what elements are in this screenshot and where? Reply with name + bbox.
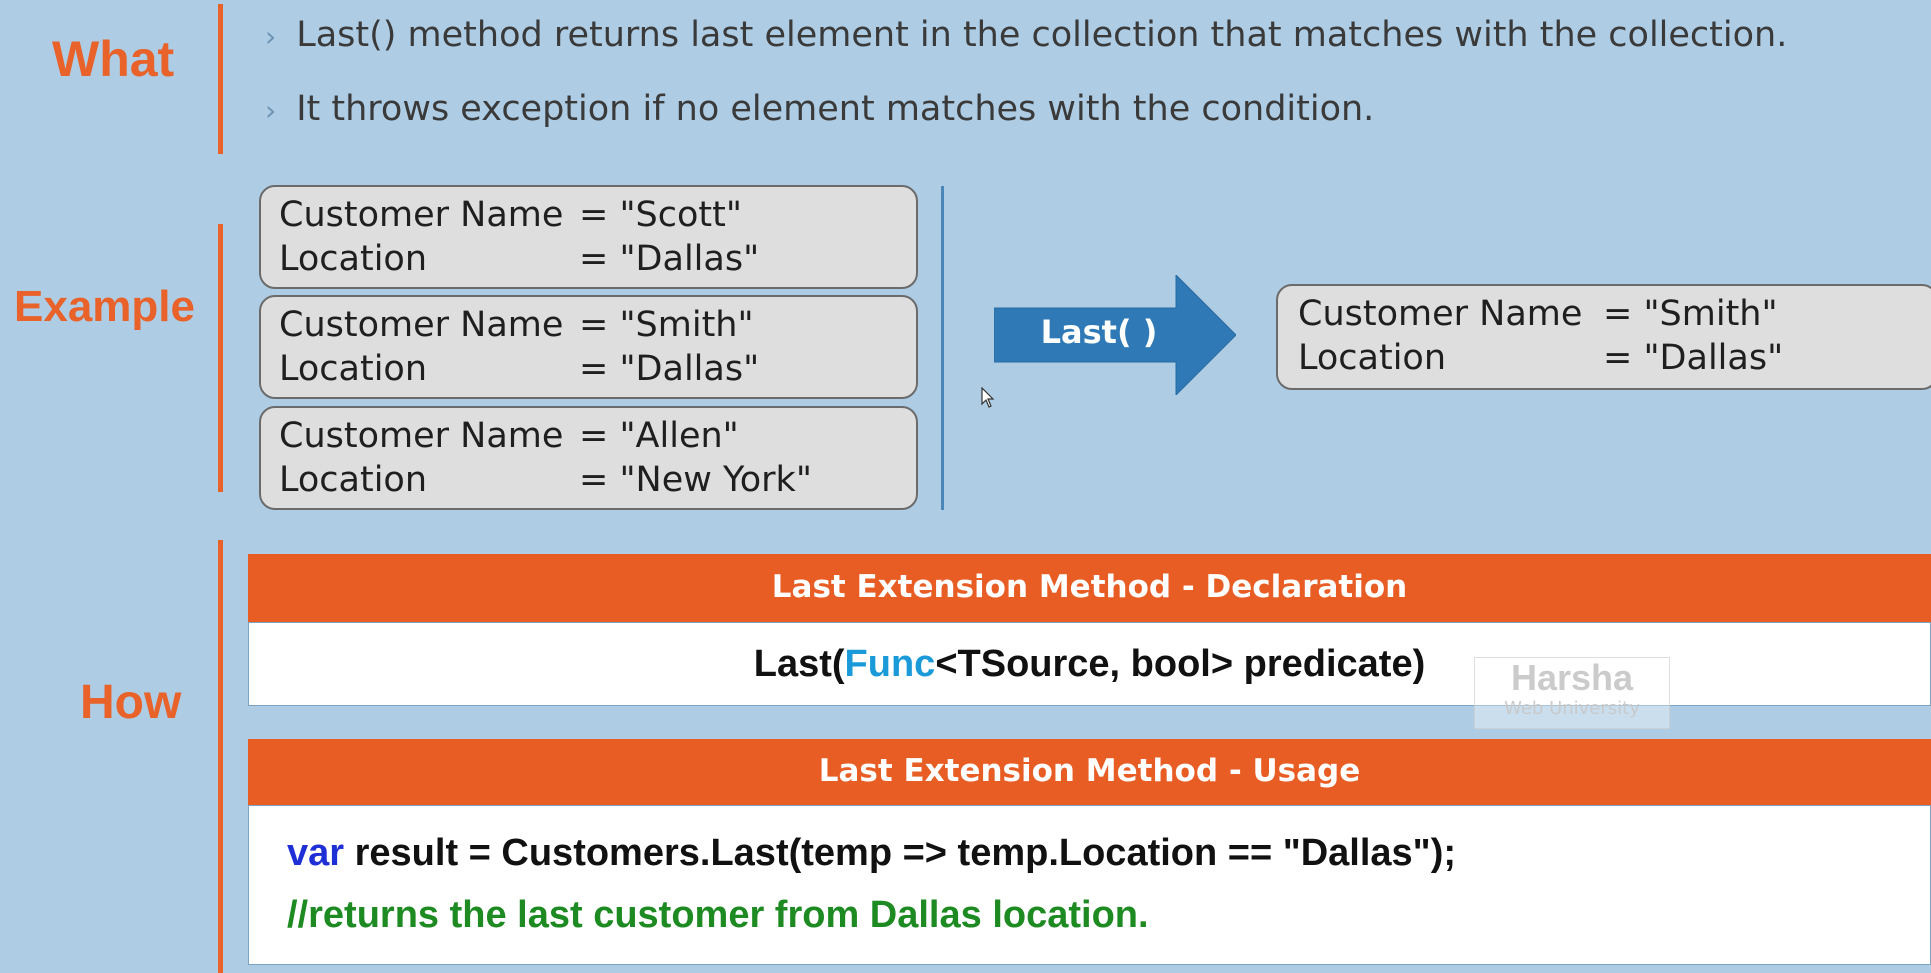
bullet-text-2: It throws exception if no element matche…	[296, 89, 1375, 129]
section-label-what: What	[52, 31, 175, 87]
card-name-value: = "Scott"	[579, 195, 742, 235]
card-location-key: Location	[279, 239, 428, 279]
section-label-example: Example	[14, 282, 195, 331]
declaration-header: Last Extension Method - Declaration	[248, 554, 1931, 622]
card-location-value: = "Dallas"	[579, 239, 760, 279]
usage-header: Last Extension Method - Usage	[248, 739, 1931, 805]
code-statement: result = Customers.Last(temp => temp.Loc…	[344, 832, 1457, 874]
bullet-exception: › It throws exception if no element match…	[265, 89, 1374, 129]
card-location-value: = "New York"	[579, 460, 812, 500]
section-bar-what	[218, 4, 223, 154]
usage-comment-line: //returns the last customer from Dallas …	[287, 894, 1149, 936]
customer-card-2: Customer Name = "Smith" Location = "Dallas…	[259, 295, 918, 399]
bullet-definition: › Last() method returns last element in t…	[265, 15, 1787, 55]
usage-code-line: var result = Customers.Last(temp => temp…	[287, 832, 1456, 875]
right-arrow-icon	[994, 275, 1236, 395]
card-name-key: Customer Name	[279, 305, 564, 345]
decl-prefix: Last(	[753, 643, 845, 685]
result-card: Customer Name = "Smith" Location = "Dallas…	[1276, 284, 1931, 390]
last-arrow: Last( )	[994, 275, 1236, 395]
card-name-value: = "Smith"	[1603, 294, 1778, 334]
card-name-key: Customer Name	[279, 195, 564, 235]
customer-card-1: Customer Name = "Scott" Location = "Dallas…	[259, 185, 918, 289]
decl-suffix: <TSource, bool> predicate)	[935, 643, 1426, 685]
card-name-key: Customer Name	[279, 416, 564, 456]
card-location-key: Location	[1298, 338, 1447, 378]
bullet-text-1: Last() method returns last element in th…	[296, 15, 1788, 55]
harsha-watermark: Harsha Web University	[1474, 657, 1670, 729]
example-divider	[941, 186, 944, 510]
watermark-title: Harsha	[1510, 657, 1634, 698]
section-bar-how	[218, 540, 223, 973]
card-name-key: Customer Name	[1298, 294, 1583, 334]
bullet-chevron-icon: ›	[265, 20, 277, 53]
section-label-how: How	[80, 676, 182, 729]
card-location-value: = "Dallas"	[579, 349, 760, 389]
declaration-body: Last(Func<TSource, bool> predicate)	[248, 622, 1931, 706]
card-location-key: Location	[279, 349, 428, 389]
card-name-value: = "Smith"	[579, 305, 754, 345]
arrow-label: Last( )	[1040, 313, 1158, 351]
decl-func-keyword: Func	[844, 643, 936, 685]
customer-card-3: Customer Name = "Allen" Location = "New Yo…	[259, 406, 918, 510]
bullet-chevron-icon: ›	[265, 94, 277, 127]
mouse-cursor-icon	[981, 387, 995, 408]
card-location-value: = "Dallas"	[1603, 338, 1784, 378]
code-var-keyword: var	[287, 832, 345, 874]
usage-body: var result = Customers.Last(temp => temp…	[248, 805, 1931, 965]
watermark-subtitle: Web University	[1504, 698, 1640, 719]
card-location-key: Location	[279, 460, 428, 500]
card-name-value: = "Allen"	[579, 416, 739, 456]
section-bar-example	[218, 224, 223, 492]
